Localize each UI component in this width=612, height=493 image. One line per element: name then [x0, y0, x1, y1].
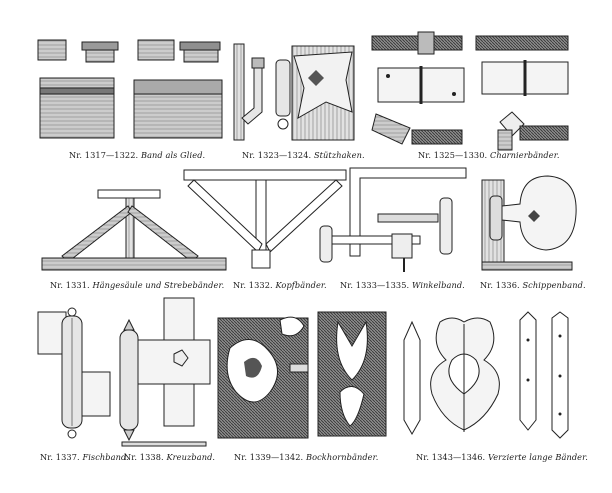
caption-label: Verzierte lange Bänder.: [487, 452, 588, 462]
caption-label: Bockhornbänder.: [305, 452, 379, 462]
caption-1333: Nr. 1333—1335. Winkelband.: [340, 280, 465, 290]
caption-number: Nr. 1343—1346.: [416, 452, 486, 462]
caption-label: Schippenband.: [522, 280, 586, 290]
caption-1331: Nr. 1331. Hängesäule und Strebebänder.: [50, 280, 224, 290]
caption-1332: Nr. 1332. Kopfbänder.: [233, 280, 327, 290]
caption-label: Band als Glied.: [140, 150, 206, 160]
caption-number: Nr. 1332.: [233, 280, 273, 290]
caption-1323: Nr. 1323—1324. Stützhaken.: [242, 150, 365, 160]
caption-number: Nr. 1339—1342.: [234, 452, 304, 462]
caption-number: Nr. 1337.: [40, 452, 80, 462]
caption-number: Nr. 1317—1322.: [69, 150, 139, 160]
caption-1338: Nr. 1338. Kreuzband.: [124, 452, 215, 462]
caption-number: Nr. 1325—1330.: [418, 150, 488, 160]
caption-label: Kopfbänder.: [275, 280, 327, 290]
caption-1317: Nr. 1317—1322. Band als Glied.: [69, 150, 205, 160]
caption-label: Kreuzband.: [166, 452, 216, 462]
caption-label: Stützhaken.: [313, 150, 365, 160]
caption-1325: Nr. 1325—1330. Charnierbänder.: [418, 150, 560, 160]
figure-charnierbaender: [371, 31, 569, 151]
figure-kopfbaender: [183, 169, 347, 269]
caption-1336: Nr. 1336. Schippenband.: [480, 280, 586, 290]
caption-number: Nr. 1323—1324.: [242, 150, 312, 160]
caption-label: Charnierbänder.: [489, 150, 560, 160]
caption-1337: Nr. 1337. Fischband.: [40, 452, 129, 462]
figure-stuetzhaken: [233, 43, 355, 141]
caption-number: Nr. 1338.: [124, 452, 164, 462]
figure-schippenband: [481, 175, 577, 271]
caption-label: Winkelband.: [411, 280, 465, 290]
caption-1343: Nr. 1343—1346. Verzierte lange Bänder.: [416, 452, 588, 462]
caption-label: Fischband.: [82, 452, 130, 462]
caption-number: Nr. 1336.: [480, 280, 520, 290]
figure-verzierte-lange-baender: [403, 311, 569, 439]
figure-kreuzband: [119, 297, 211, 447]
caption-1339: Nr. 1339—1342. Bockhornbänder.: [234, 452, 378, 462]
caption-number: Nr. 1333—1335.: [340, 280, 410, 290]
figure-haengesaeule: [41, 189, 227, 271]
caption-number: Nr. 1331.: [50, 280, 90, 290]
figure-band-als-glied: [37, 39, 223, 139]
caption-label: Hängesäule und Strebebänder.: [92, 280, 225, 290]
figure-fischband: [37, 307, 111, 439]
figure-winkelband: [319, 167, 467, 272]
figure-bockhornbaender: [217, 311, 387, 439]
